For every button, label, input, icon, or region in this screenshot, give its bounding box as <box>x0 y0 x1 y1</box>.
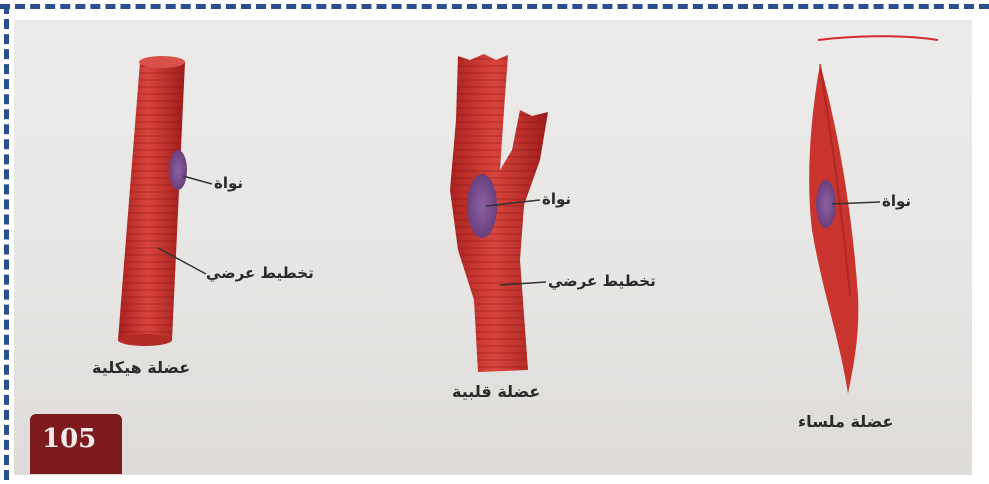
smooth-nucleus-label: نواة <box>882 192 911 210</box>
skeletal-nucleus <box>169 150 187 190</box>
cardiac-caption: عضلة قلبية <box>452 382 540 401</box>
smooth-caption: عضلة ملساء <box>798 412 893 431</box>
dashed-frame-left <box>4 4 9 480</box>
skeletal-muscle-fiber <box>118 56 212 346</box>
pen-mark <box>818 36 938 40</box>
smooth-muscle-cell <box>809 64 880 394</box>
cardiac-striation-label: تخطيط عرضي <box>548 272 656 290</box>
page-number: 105 <box>42 424 96 454</box>
dashed-frame-top <box>0 4 989 9</box>
skeletal-nucleus-pointer <box>183 176 212 184</box>
cardiac-muscle-fiber <box>450 54 548 372</box>
skeletal-nucleus-label: نواة <box>214 174 243 192</box>
skeletal-caption: عضلة هيكلية <box>92 358 190 377</box>
cardiac-nucleus-label: نواة <box>542 190 571 208</box>
page-number-badge: 105 <box>30 414 122 474</box>
skeletal-striation-label: تخطيط عرضي <box>206 264 314 282</box>
